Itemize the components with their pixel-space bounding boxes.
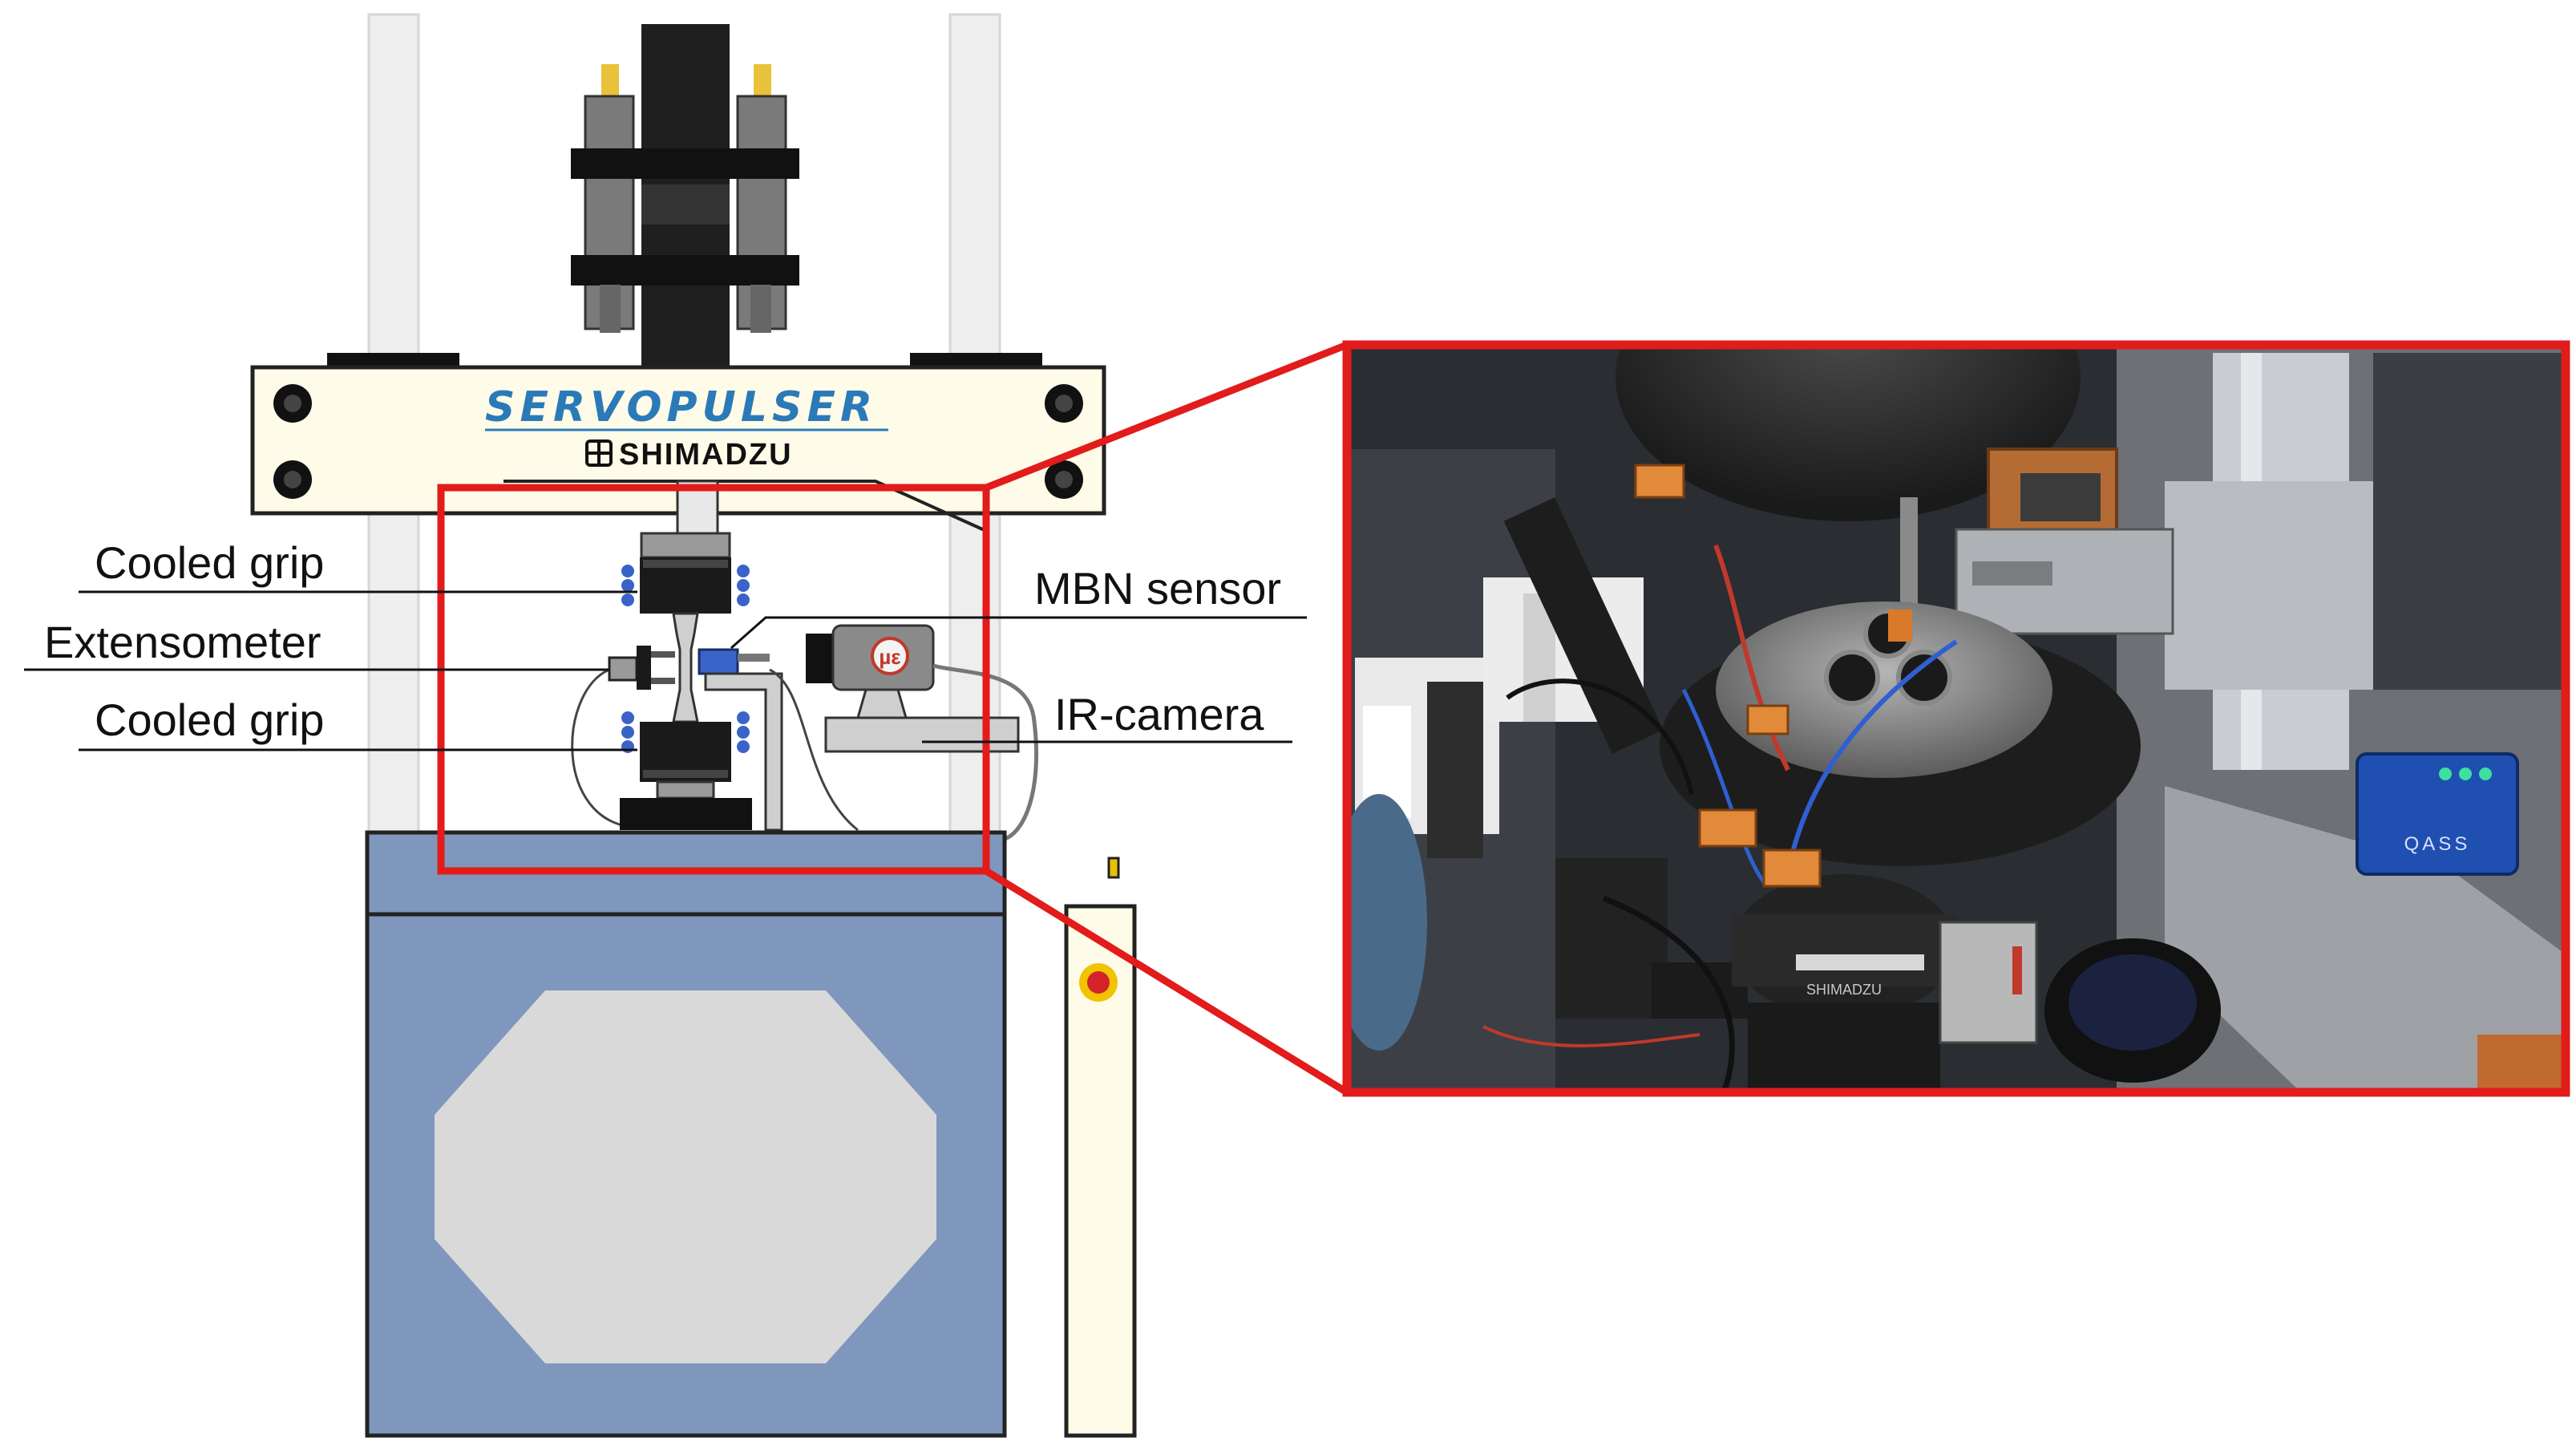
highlight-box-schematic bbox=[437, 484, 990, 875]
servopulser-brand: SERVOPULSER bbox=[485, 383, 878, 431]
ir-camera bbox=[806, 624, 1038, 843]
label-cooled-grip-bottom: Cooled grip bbox=[95, 695, 325, 745]
bolt-icon bbox=[273, 384, 1083, 499]
label-extensometer: Extensometer bbox=[44, 617, 321, 667]
mbn-sensor bbox=[698, 648, 770, 675]
highlight-box-photo bbox=[1342, 340, 2570, 1097]
cooled-grip-top bbox=[621, 532, 750, 614]
setup-photo: µε QASS SHIMADZU bbox=[879, 340, 2570, 1097]
crosshead-pad-left bbox=[327, 353, 459, 369]
clamp-upper bbox=[571, 148, 799, 179]
actuator-tip-left bbox=[601, 64, 619, 98]
frame-inner-line bbox=[503, 480, 987, 533]
label-mbn-sensor: MBN sensor bbox=[1034, 563, 1282, 614]
crosshead-pad-right bbox=[910, 353, 1042, 369]
shimadzu-brand: SHIMADZU bbox=[619, 438, 793, 472]
qass-label: QASS bbox=[2404, 833, 2471, 855]
camera-logo-icon bbox=[871, 637, 909, 675]
testing-machine-schematic bbox=[24, 13, 1307, 1438]
rod-right bbox=[750, 285, 771, 333]
actuator-assembly bbox=[571, 24, 799, 369]
extensometer-cable bbox=[571, 668, 626, 828]
zoom-line-bottom bbox=[984, 868, 1349, 1096]
label-cooled-grip-top: Cooled grip bbox=[95, 537, 325, 588]
shimadzu-logo-icon bbox=[585, 439, 613, 467]
photo-shimadzu-mark: SHIMADZU bbox=[1806, 982, 1882, 998]
cooled-grip-bottom bbox=[621, 711, 750, 800]
actuator-tip-right bbox=[754, 64, 771, 98]
extensometer bbox=[608, 646, 675, 690]
label-ir-camera: IR-camera bbox=[1054, 689, 1264, 739]
clamp-lower bbox=[571, 255, 799, 286]
leader-mbn-sensor bbox=[730, 616, 1307, 650]
specimen bbox=[672, 612, 699, 723]
base-window bbox=[435, 990, 936, 1363]
zoom-line-top bbox=[985, 341, 1349, 492]
ram-band bbox=[641, 184, 730, 225]
control-pendant bbox=[1064, 857, 1137, 1438]
rod-left bbox=[600, 285, 621, 333]
sensor-stand bbox=[704, 672, 783, 832]
grip-base-block bbox=[620, 798, 752, 830]
camera-logo-label: µε bbox=[879, 645, 900, 669]
sensor-cable bbox=[769, 668, 859, 832]
